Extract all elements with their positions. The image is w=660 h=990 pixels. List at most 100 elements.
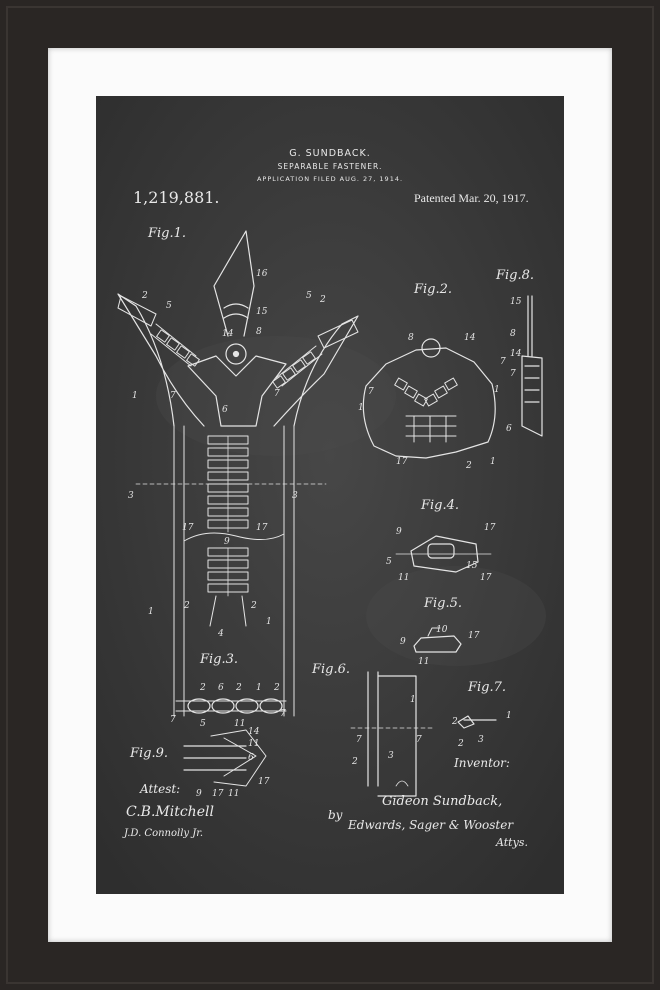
svg-text:1: 1: [410, 695, 416, 705]
svg-text:7: 7: [368, 387, 374, 397]
svg-text:5: 5: [306, 291, 312, 301]
svg-text:17: 17: [212, 789, 224, 799]
svg-text:1: 1: [490, 457, 496, 467]
svg-text:17: 17: [480, 573, 492, 583]
svg-text:6: 6: [248, 753, 254, 763]
fig9-label: Fig.9.: [130, 746, 169, 761]
svg-text:6: 6: [222, 405, 228, 415]
svg-text:8: 8: [256, 327, 262, 337]
svg-text:11: 11: [248, 739, 259, 749]
svg-text:14: 14: [248, 727, 260, 737]
svg-text:15: 15: [510, 297, 522, 307]
svg-text:17: 17: [468, 631, 480, 641]
svg-text:14: 14: [510, 349, 522, 359]
svg-text:11: 11: [234, 719, 245, 729]
svg-text:17: 17: [484, 523, 496, 533]
frame-bevel: [6, 6, 654, 984]
svg-text:9: 9: [400, 637, 406, 647]
svg-text:7: 7: [500, 357, 506, 367]
svg-text:2: 2: [319, 295, 326, 305]
svg-text:2: 2: [235, 683, 242, 693]
svg-text:10: 10: [436, 625, 448, 635]
fig9-drawing: [183, 729, 267, 787]
svg-text:3: 3: [128, 491, 134, 501]
svg-text:6: 6: [506, 424, 512, 434]
inventor-signature: Gideon Sundback,: [382, 794, 503, 809]
svg-text:3: 3: [388, 751, 394, 761]
svg-text:3: 3: [478, 735, 484, 745]
attorneys-signature: Edwards, Sager & Wooster: [348, 818, 514, 832]
fig4-label: Fig.4.: [421, 498, 460, 513]
svg-text:15: 15: [466, 561, 478, 571]
svg-text:5: 5: [200, 719, 206, 729]
svg-text:14: 14: [464, 333, 476, 343]
svg-text:17: 17: [258, 777, 270, 787]
svg-text:1: 1: [266, 617, 272, 627]
fig7-drawing: [457, 715, 497, 729]
svg-text:2: 2: [451, 717, 458, 727]
svg-text:7: 7: [356, 735, 362, 745]
svg-text:7: 7: [170, 391, 176, 401]
fig6-drawing: [350, 671, 433, 797]
svg-text:9: 9: [396, 527, 402, 537]
svg-text:1: 1: [132, 391, 138, 401]
attys-label: Attys.: [496, 836, 528, 849]
svg-text:5: 5: [166, 301, 172, 311]
svg-text:7: 7: [274, 389, 280, 399]
svg-text:2: 2: [457, 739, 464, 749]
fig8-drawing: [521, 295, 543, 437]
svg-text:11: 11: [398, 573, 409, 583]
svg-text:1: 1: [494, 385, 500, 395]
fig3-drawing: [175, 698, 287, 714]
patent-number: 1,219,881.: [133, 188, 220, 207]
svg-text:7: 7: [416, 735, 422, 745]
svg-text:17: 17: [256, 523, 268, 533]
svg-text:1: 1: [506, 711, 512, 721]
svg-text:7: 7: [510, 369, 516, 379]
svg-text:4: 4: [217, 629, 224, 639]
fig1-drawing: [117, 230, 359, 717]
witness-signature-2: J.D. Connolly Jr.: [124, 828, 204, 839]
fig7-label: Fig.7.: [468, 680, 507, 695]
svg-text:8: 8: [510, 329, 516, 339]
svg-text:17: 17: [182, 523, 194, 533]
svg-text:2: 2: [351, 757, 358, 767]
svg-text:1: 1: [256, 683, 262, 693]
svg-text:9: 9: [224, 537, 230, 547]
svg-text:5: 5: [386, 557, 392, 567]
svg-text:9: 9: [196, 789, 202, 799]
patent-date: Patented Mar. 20, 1917.: [414, 191, 529, 205]
svg-text:14: 14: [222, 329, 234, 339]
svg-text:3: 3: [292, 491, 298, 501]
svg-text:2: 2: [183, 601, 190, 611]
patent-inventor-header: G. SUNDBACK.: [289, 148, 371, 159]
svg-text:11: 11: [418, 657, 429, 667]
by-label: by: [328, 808, 343, 822]
fig3-label: Fig.3.: [200, 652, 239, 667]
svg-text:17: 17: [396, 457, 408, 467]
fig1-label: Fig.1.: [148, 226, 187, 241]
svg-text:15: 15: [256, 307, 268, 317]
witness-signature-1: C.B.Mitchell: [126, 804, 214, 820]
fig2-label: Fig.2.: [414, 282, 453, 297]
svg-text:1: 1: [148, 607, 154, 617]
svg-text:2: 2: [465, 461, 472, 471]
fig8-label: Fig.8.: [496, 268, 535, 283]
inventor-label: Inventor:: [454, 756, 510, 770]
svg-text:16: 16: [256, 269, 268, 279]
fig2-drawing: [362, 338, 496, 459]
svg-text:8: 8: [408, 333, 414, 343]
svg-text:2: 2: [273, 683, 280, 693]
svg-text:7: 7: [170, 715, 176, 725]
svg-text:1: 1: [358, 403, 364, 413]
svg-text:2: 2: [199, 683, 206, 693]
svg-text:6: 6: [218, 683, 224, 693]
fig5-label: Fig.5.: [424, 596, 463, 611]
fig4-drawing: [395, 535, 492, 573]
patent-title: SEPARABLE FASTENER.: [277, 162, 383, 171]
svg-text:7: 7: [280, 709, 286, 719]
svg-text:2: 2: [250, 601, 257, 611]
